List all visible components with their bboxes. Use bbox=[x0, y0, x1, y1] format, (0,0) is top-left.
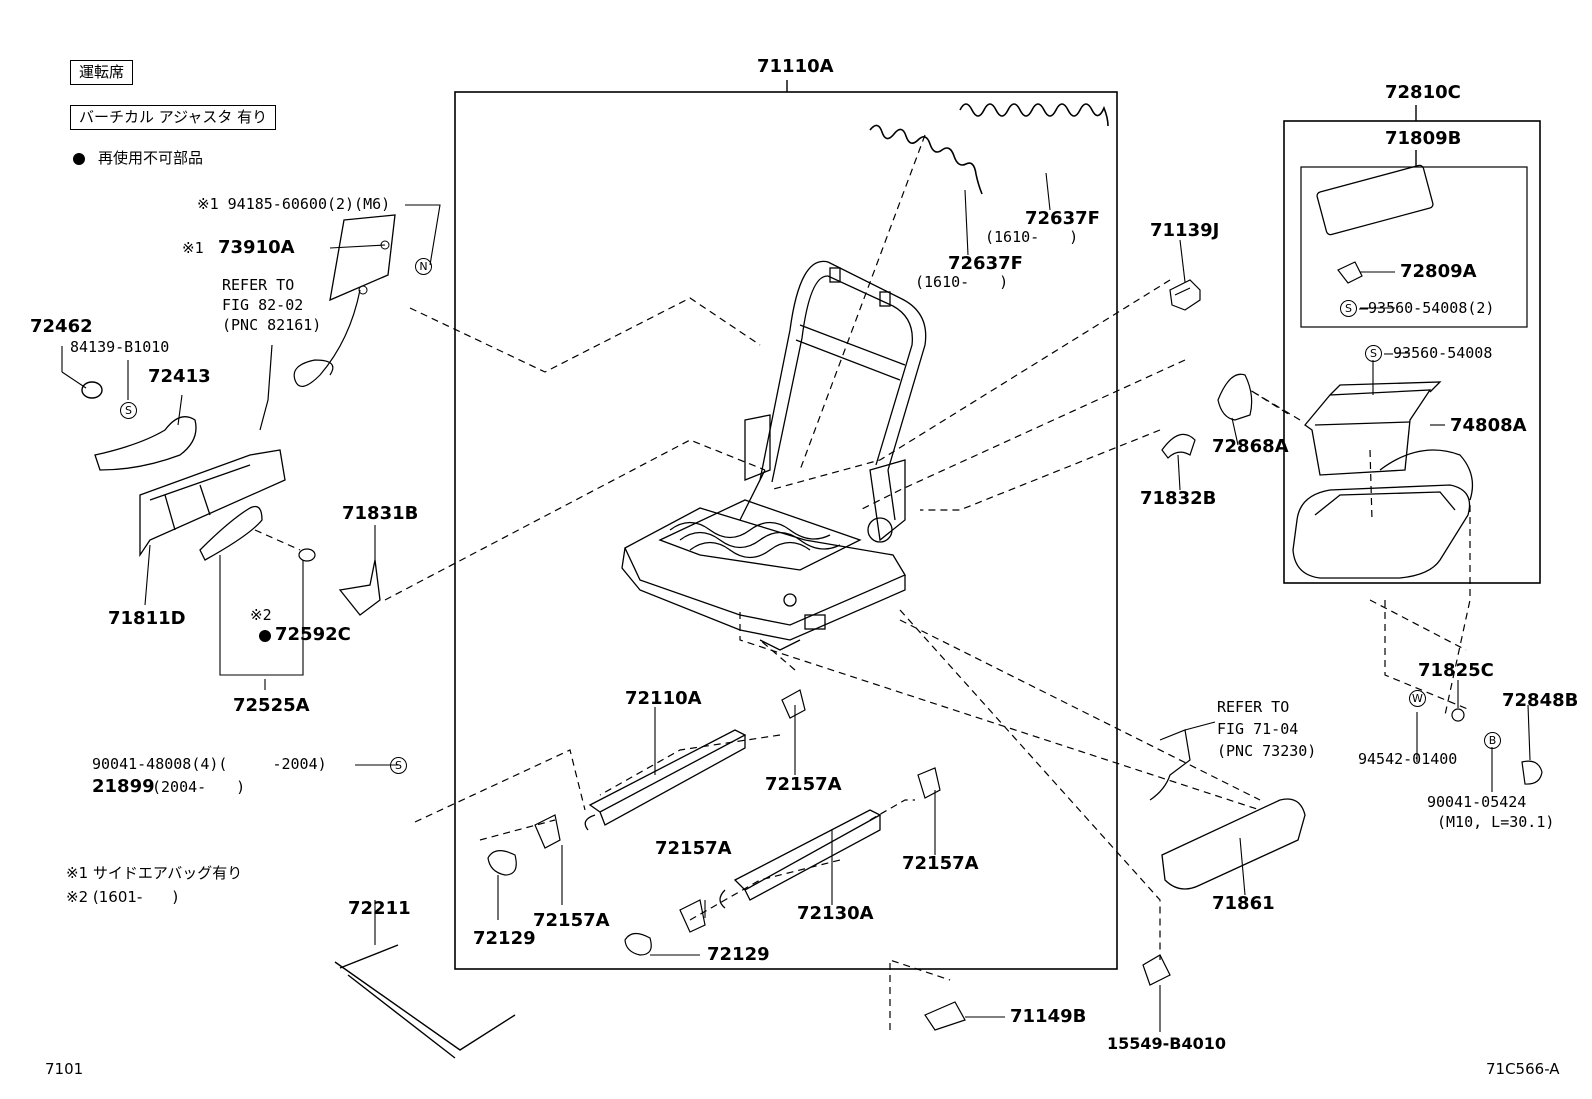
nut-symbol: N bbox=[415, 258, 432, 275]
part-71139J: 71139J bbox=[1150, 220, 1220, 241]
rod-72211 bbox=[334, 944, 516, 1059]
screw-symbol: S bbox=[1365, 345, 1382, 362]
plate-73910A bbox=[329, 214, 396, 302]
non-reusable-legend: 再使用不可部品 bbox=[98, 149, 204, 167]
part-90041-48008: 90041-48008(4)( -2004) bbox=[92, 755, 327, 773]
part-21899: 21899 bbox=[92, 776, 155, 797]
armrest-cup-drawing bbox=[1292, 381, 1474, 579]
vertical-adjuster-label: バーチカル アジャスタ 有り bbox=[70, 105, 277, 130]
clip-71139J bbox=[1169, 279, 1201, 311]
part-71832B: 71832B bbox=[1140, 488, 1217, 509]
cover-71811D bbox=[139, 449, 286, 558]
part-72592C-mark: ※2 bbox=[250, 606, 272, 624]
ref-fig-71-line1: REFER TO bbox=[1217, 698, 1290, 716]
part-72157A-3: 72157A bbox=[902, 853, 979, 874]
part-72868A: 72868A bbox=[1212, 436, 1289, 457]
ref-fig-71-line2: FIG 71-04 bbox=[1217, 720, 1299, 738]
part-93560-54008-2: S—93560-54008(2) bbox=[1340, 300, 1494, 317]
leader-lines bbox=[254, 134, 1471, 1030]
screw-symbol: S bbox=[1340, 300, 1357, 317]
part-72130A: 72130A bbox=[797, 903, 874, 924]
washer-71825C bbox=[1451, 708, 1465, 722]
part-94185-60600: ※1 94185-60600(2)(M6) bbox=[197, 195, 391, 213]
part-72110A: 72110A bbox=[625, 688, 702, 709]
figure-code-left: 7101 bbox=[45, 1060, 84, 1078]
driver-seat-label: 運転席 bbox=[70, 60, 134, 85]
connector-15549 bbox=[1142, 954, 1171, 986]
ref-fig-82-line2: FIG 82-02 bbox=[222, 296, 304, 314]
part-15549-B4010: 15549-B4010 bbox=[1107, 1034, 1227, 1053]
spring-72637F-b bbox=[869, 124, 983, 195]
part-72211: 72211 bbox=[348, 898, 411, 919]
part-72413: 72413 bbox=[148, 366, 211, 387]
part-72157A-4: 72157A bbox=[533, 910, 610, 931]
bracket-72157A-2 bbox=[534, 814, 561, 849]
part-71811D: 71811D bbox=[108, 608, 186, 629]
part-72129-1: 72129 bbox=[473, 928, 536, 949]
bracket-72157A-1 bbox=[781, 689, 806, 719]
rail-72130A bbox=[719, 809, 882, 909]
pad-71809B bbox=[1316, 164, 1434, 236]
bracket-71831B bbox=[338, 559, 381, 616]
part-72848B: 72848B bbox=[1502, 690, 1579, 711]
note-2: ※2 (1601- ) bbox=[66, 888, 179, 906]
cover-71832B bbox=[1161, 433, 1196, 459]
lever-72413 bbox=[94, 416, 197, 471]
part-72592C: 72592C bbox=[275, 624, 351, 645]
bolt-72848B bbox=[1521, 760, 1543, 785]
cover-71149B bbox=[924, 1001, 966, 1031]
cover-71861 bbox=[1161, 798, 1306, 890]
bracket-72157A-3 bbox=[679, 899, 706, 933]
part-90041-05424: 90041-05424 bbox=[1427, 793, 1527, 811]
figure-code-right: 71C566-A bbox=[1486, 1060, 1560, 1078]
part-71831B: 71831B bbox=[342, 503, 419, 524]
rail-72110A bbox=[584, 729, 747, 831]
part-72809A: 72809A bbox=[1400, 261, 1477, 282]
seat-frame-drawing bbox=[621, 260, 927, 651]
part-72157A-2: 72157A bbox=[655, 838, 732, 859]
washer-symbol: W bbox=[1409, 690, 1426, 707]
part-71149B: 71149B bbox=[1010, 1006, 1087, 1027]
bolt-symbol: B bbox=[1484, 732, 1501, 749]
frame-72810C bbox=[1283, 120, 1541, 584]
part-94542-01400: 94542-01400 bbox=[1358, 750, 1458, 768]
part-73910A-mark: ※1 bbox=[182, 239, 204, 257]
clip-72809A bbox=[1337, 261, 1363, 284]
part-90041-05424-note: (M10, L=30.1) bbox=[1437, 813, 1555, 831]
ref-fig-82-line1: REFER TO bbox=[222, 276, 295, 294]
frame-71110A bbox=[454, 91, 1118, 970]
knob-72462 bbox=[81, 381, 103, 399]
part-73910A: 73910A bbox=[218, 237, 295, 258]
lever-72525A bbox=[199, 505, 263, 561]
ref-fig-71-line3: (PNC 73230) bbox=[1217, 742, 1317, 760]
part-84139-B1010: 84139-B1010 bbox=[70, 338, 170, 356]
part-72129-2: 72129 bbox=[707, 944, 770, 965]
part-72525A: 72525A bbox=[233, 695, 310, 716]
part-72157A-1: 72157A bbox=[765, 774, 842, 795]
part-72462: 72462 bbox=[30, 316, 93, 337]
bracket-72868A bbox=[1217, 373, 1253, 421]
part-72637F-b-note: (1610- ) bbox=[915, 273, 1009, 291]
part-71861: 71861 bbox=[1212, 893, 1275, 914]
cap-72129-2 bbox=[624, 932, 652, 956]
part-21899-note: (2004- ) bbox=[152, 778, 246, 796]
screw-symbol: S bbox=[120, 402, 137, 419]
part-72637F-b: 72637F bbox=[948, 253, 1023, 274]
part-71110A: 71110A bbox=[757, 56, 834, 77]
part-71825C: 71825C bbox=[1418, 660, 1494, 681]
part-74808A: 74808A bbox=[1450, 415, 1527, 436]
screw-symbol: S bbox=[390, 757, 407, 774]
part-72637F-a: 72637F bbox=[1025, 208, 1100, 229]
bracket-72157A-4 bbox=[917, 767, 941, 799]
part-71809B: 71809B bbox=[1385, 128, 1462, 149]
part-72810C: 72810C bbox=[1385, 82, 1461, 103]
part-72637F-a-note: (1610- ) bbox=[985, 228, 1079, 246]
ref-fig-82-line3: (PNC 82161) bbox=[222, 316, 322, 334]
spring-72637F-a bbox=[959, 103, 1109, 127]
cap-72129-1 bbox=[487, 850, 517, 876]
part-93560-54008: S—93560-54008 bbox=[1365, 345, 1492, 362]
note-1: ※1 サイドエアバッグ有り bbox=[66, 864, 243, 882]
